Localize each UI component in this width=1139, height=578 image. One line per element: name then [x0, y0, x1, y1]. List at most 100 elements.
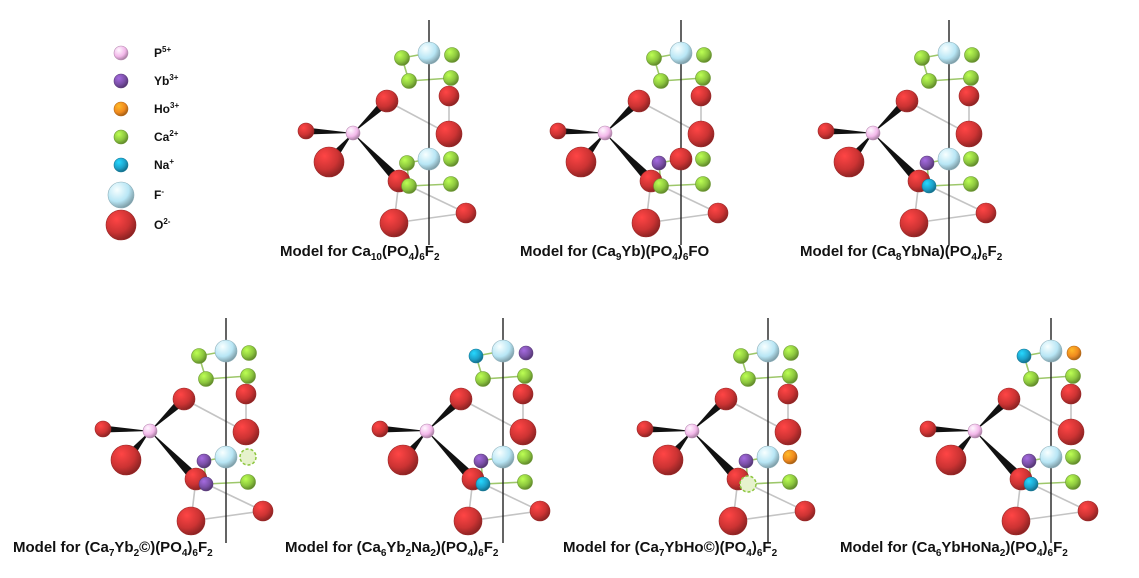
ca-atom	[653, 73, 669, 89]
o-atom	[794, 500, 816, 522]
ca-atom	[740, 371, 756, 387]
model-panel-e: Model for (Ca6Yb2Na2)(PO4)6F2	[275, 308, 551, 578]
caption-subscript: 4	[467, 548, 474, 559]
o-atom	[636, 420, 654, 438]
ca-atom	[241, 345, 257, 361]
caption-subscript: 2	[492, 548, 499, 559]
f-atom	[1039, 339, 1063, 363]
f-atom	[214, 339, 238, 363]
caption-text: Model for (Ca	[800, 243, 896, 260]
p-o-bond	[692, 431, 742, 483]
f-atom	[491, 445, 515, 469]
ca-atom	[921, 73, 937, 89]
ca-atom	[240, 368, 256, 384]
legend-element: Yb	[154, 74, 170, 88]
caption-text: F	[197, 539, 208, 556]
na-atom	[113, 157, 129, 173]
caption-text: )	[187, 539, 193, 556]
yb-atom	[651, 155, 667, 171]
caption-subscript: 2	[430, 548, 436, 559]
p-o-bond	[873, 133, 923, 185]
legend-item-o: O2-	[105, 209, 228, 241]
ca-atom	[782, 474, 798, 490]
ca-atom	[399, 155, 415, 171]
caption-text: Model for (Ca	[563, 539, 659, 556]
panel-caption: Model for (Ca6Yb2Na2)(PO4)6F2	[285, 539, 498, 559]
ca-atom	[401, 178, 417, 194]
vacancy-site	[239, 448, 257, 466]
ca-atom	[695, 151, 711, 167]
p-atom	[345, 125, 361, 141]
caption-subscript: 4	[746, 548, 752, 559]
caption-subscript: 4	[181, 548, 188, 559]
ca-atom	[443, 70, 459, 86]
legend-symbol	[107, 181, 135, 209]
legend-element: Ho	[154, 102, 170, 116]
caption-text: F	[424, 243, 434, 260]
legend-item-ho: Ho3+	[108, 100, 228, 124]
legend-charge: -	[161, 187, 165, 196]
legend-item-p: P5+	[108, 44, 228, 68]
o-atom	[1001, 506, 1031, 536]
caption-text: )	[751, 539, 757, 556]
panel-caption: Model for Ca10(PO4)6F2	[280, 243, 440, 263]
f-atom	[937, 147, 961, 171]
caption-subscript: 6	[682, 252, 689, 263]
model-panel-c: Model for (Ca8YbNa)(PO4)6F2	[790, 12, 1060, 282]
o-atom	[687, 120, 715, 148]
structure-model	[919, 318, 1099, 543]
legend-symbol	[113, 73, 129, 89]
ca-atom	[240, 474, 256, 490]
caption-subscript: 2	[1062, 548, 1068, 559]
structure-model	[94, 318, 274, 543]
structure-model	[549, 20, 729, 245]
caption-subscript: 4	[408, 252, 415, 263]
ca-atom	[963, 151, 979, 167]
legend-label: F-	[154, 187, 164, 202]
caption-subscript: 6	[756, 548, 763, 559]
legend-symbol	[113, 101, 129, 117]
o-atom	[387, 444, 419, 476]
caption-subscript: 6	[478, 548, 484, 559]
caption-subscript: 6	[192, 548, 198, 559]
ca-atom	[444, 47, 460, 63]
o-atom	[631, 208, 661, 238]
legend: P5+Yb3+Ho3+Ca2+Na+F-O2-	[105, 44, 228, 254]
caption-subscript: 4	[1036, 548, 1043, 559]
o-atom	[252, 500, 274, 522]
legend-charge: 3+	[169, 73, 179, 82]
structure-model	[817, 20, 997, 245]
caption-text: )	[1042, 539, 1048, 556]
p-o-bond	[379, 425, 427, 433]
p-o-bond	[644, 425, 692, 433]
legend-label: O2-	[154, 217, 170, 232]
caption-subscript: 2	[405, 548, 412, 559]
f-atom	[417, 147, 441, 171]
o-atom	[669, 147, 693, 171]
caption-subscript: 2	[207, 548, 213, 559]
legend-element: O	[154, 218, 164, 232]
ca-atom	[782, 368, 798, 384]
ca-atom	[443, 151, 459, 167]
ca-atom	[475, 371, 491, 387]
f-atom	[214, 445, 238, 469]
f-atom	[417, 41, 441, 65]
caption-text: )	[414, 243, 420, 260]
caption-text: )	[976, 243, 982, 260]
legend-element: Na	[154, 158, 170, 172]
ca-atom	[1065, 474, 1081, 490]
legend-symbol	[113, 129, 129, 145]
o-atom	[627, 89, 651, 113]
caption-text: YbNa)(PO	[901, 243, 972, 260]
caption-subscript: 2	[433, 252, 440, 263]
caption-subscript: 6	[981, 252, 988, 263]
legend-symbol	[113, 45, 129, 61]
panel-caption: Model for (Ca7YbHo©)(PO4)6F2	[563, 539, 777, 559]
ca-atom	[1065, 368, 1081, 384]
caption-subscript: 9	[615, 252, 622, 263]
legend-charge: 2+	[169, 129, 179, 138]
legend-element: F	[154, 188, 162, 202]
o-atom	[235, 383, 257, 405]
caption-text: Model for (Ca	[840, 539, 936, 556]
p-atom	[142, 423, 158, 439]
